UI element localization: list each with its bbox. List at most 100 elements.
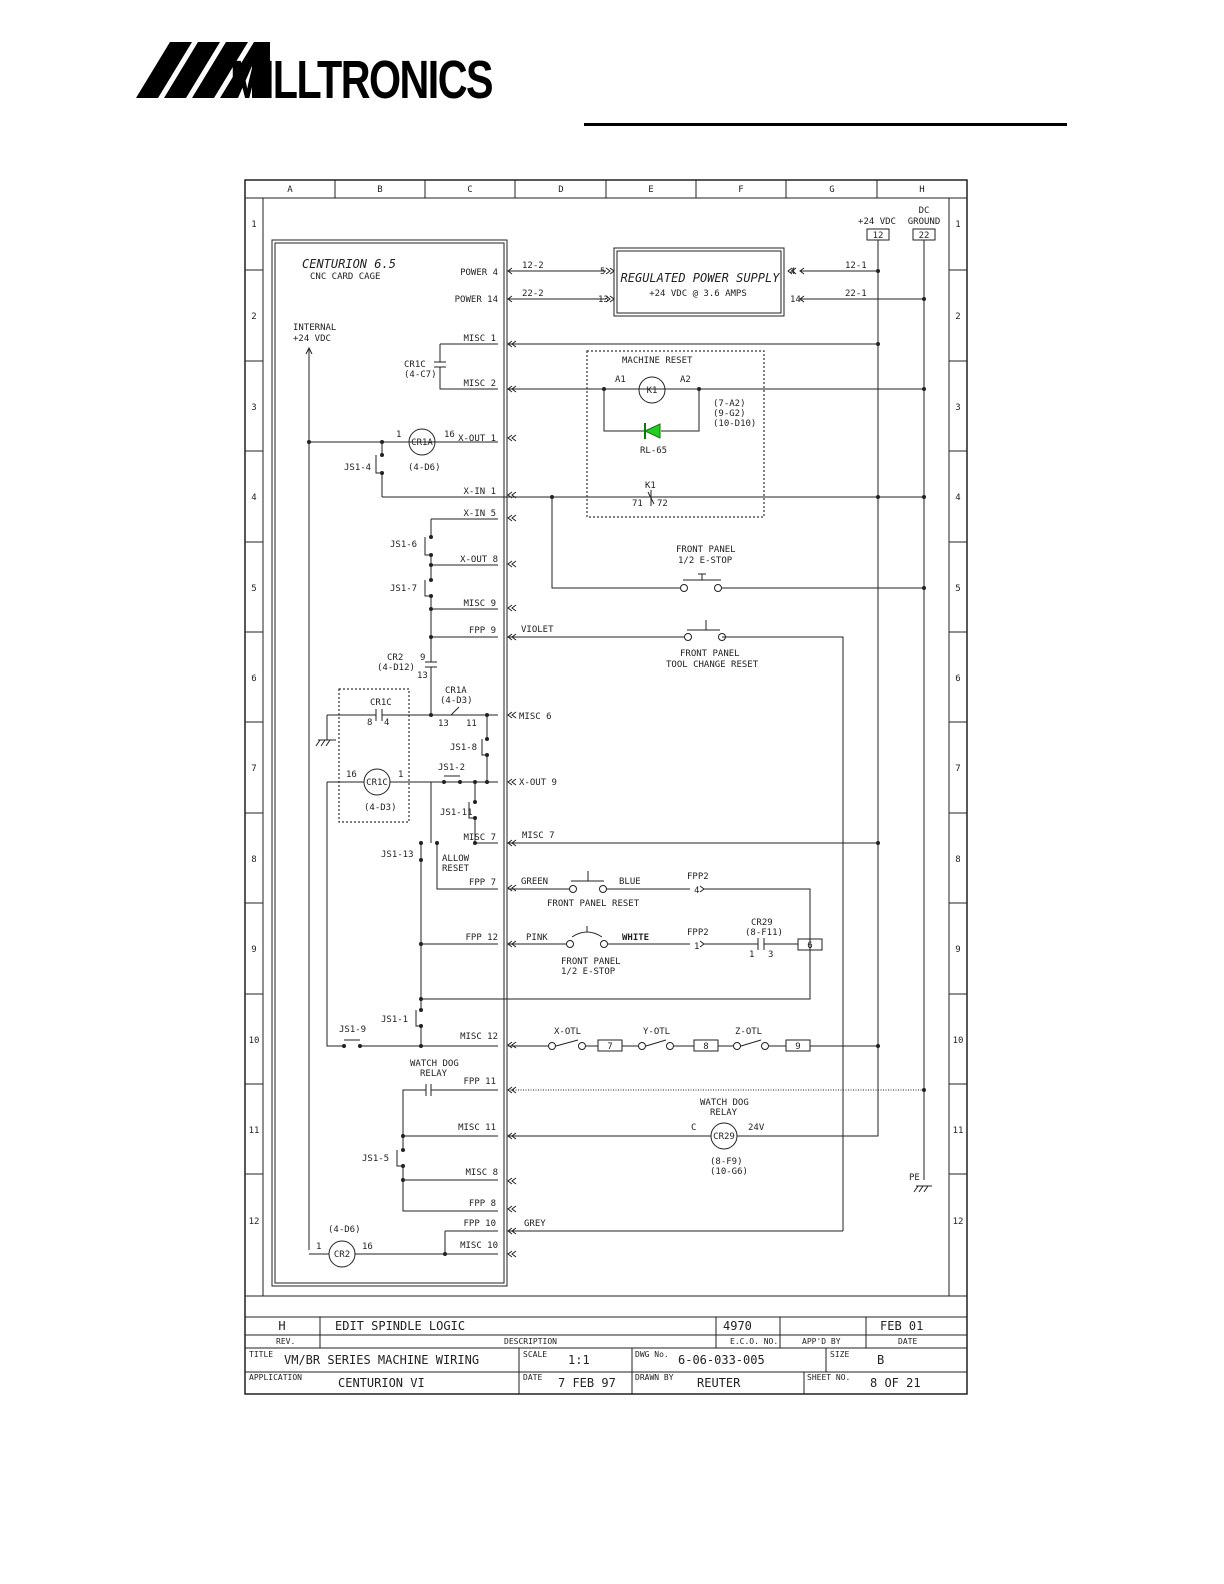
- k1-coil: [638, 376, 666, 404]
- eco-header: E.C.O. NO.: [730, 1337, 778, 1346]
- application-value: CENTURION VI: [338, 1376, 425, 1390]
- application-header: APPLICATION: [249, 1373, 302, 1382]
- col-label: G: [829, 185, 834, 195]
- terminal-label: X-OUT 1: [458, 434, 496, 444]
- cr29-c-label: C: [691, 1123, 696, 1133]
- cr2-coil-pin: 1: [316, 1242, 321, 1252]
- title-header: TITLE: [249, 1350, 273, 1359]
- pink-label: PINK: [526, 933, 548, 943]
- pe-label: PE: [909, 1173, 920, 1183]
- allow-reset-label: ALLOW: [442, 854, 470, 864]
- violet-label: VIOLET: [521, 625, 554, 635]
- js1-11-label: JS1-11: [440, 808, 473, 818]
- terminal-label: MISC 7: [463, 833, 496, 843]
- header-rule: [584, 123, 1067, 126]
- machine-reset-box: [586, 350, 765, 518]
- js1-9-label: JS1-9: [339, 1025, 366, 1035]
- cr1c-pin: 4: [384, 718, 389, 728]
- pin-label: 5: [600, 267, 605, 277]
- date-header-2: DATE: [523, 1373, 542, 1382]
- cr1a-coil-label: CR1A: [411, 438, 433, 448]
- row-label: 7: [955, 764, 960, 774]
- appd-header: APP'D BY: [802, 1337, 841, 1346]
- terminal-label: MISC 9: [463, 599, 496, 609]
- wire-label: 12-1: [845, 261, 867, 271]
- cr1c-coil-ref: (4-D3): [364, 803, 397, 813]
- k1-coil-label: K1: [647, 386, 658, 396]
- terminal-label: MISC 12: [460, 1032, 498, 1042]
- box-9-label: 9: [795, 1042, 800, 1052]
- terminal-label: MISC 10: [460, 1241, 498, 1251]
- cr1c-pin: 8: [367, 718, 372, 728]
- col-label: D: [558, 185, 563, 195]
- row-label: 3: [251, 403, 256, 413]
- js1-6-label: JS1-6: [390, 540, 417, 550]
- front-estop-label: 1/2 E-STOP: [678, 556, 733, 566]
- scale-value: 1:1: [568, 1353, 590, 1367]
- cr1c-coil: [363, 768, 391, 796]
- cr2-coil-label: CR2: [334, 1250, 350, 1260]
- box-6-label: 6: [807, 941, 812, 951]
- js1-13-label: JS1-13: [381, 850, 414, 860]
- terminal-label: POWER 14: [455, 295, 498, 305]
- card-cage-title: CENTURION 6.5: [302, 257, 396, 271]
- row-label: 2: [251, 312, 256, 322]
- watchdog-label: RELAY: [420, 1069, 448, 1079]
- row-label: 12: [953, 1217, 964, 1227]
- k1-contact-pin: 71: [632, 499, 643, 509]
- rail-dcgnd-num: 22: [919, 231, 930, 241]
- cr1a-contact-label: CR1A: [445, 686, 467, 696]
- cr2-coil: [328, 1240, 356, 1268]
- a1-label: A1: [615, 375, 626, 385]
- row-label: 10: [249, 1036, 260, 1046]
- cr1c-contact-label: CR1C: [370, 698, 392, 708]
- cr1a-contact-pin: 13: [438, 719, 449, 729]
- rev-header: REV.: [276, 1337, 295, 1346]
- size-value: B: [877, 1353, 884, 1367]
- cr1a-pin: 16: [444, 430, 455, 440]
- machine-reset-label: MACHINE RESET: [622, 356, 693, 366]
- eco-value: 4970: [723, 1319, 752, 1333]
- k1-contact-pin: 72: [657, 499, 668, 509]
- row-label: 1: [251, 220, 256, 230]
- fpp2b-pin: 1: [694, 942, 699, 952]
- row-label: 5: [251, 584, 256, 594]
- js1-5-label: JS1-5: [362, 1154, 389, 1164]
- row-label: 9: [251, 945, 256, 955]
- col-label: H: [919, 185, 924, 195]
- terminal-label: FPP 11: [463, 1077, 496, 1087]
- wire-label: 22-1: [845, 289, 867, 299]
- terminal-label: MISC 11: [458, 1123, 496, 1133]
- cr29-coil: [710, 1122, 738, 1150]
- js1-1-label: JS1-1: [381, 1015, 408, 1025]
- date-header: DATE: [898, 1337, 917, 1346]
- row-label: 11: [953, 1126, 964, 1136]
- cr2-coil-ref: (4-D6): [328, 1225, 361, 1235]
- terminal-label: MISC 2: [463, 379, 496, 389]
- blue-label: BLUE: [619, 877, 641, 887]
- js1-4-label: JS1-4: [344, 463, 371, 473]
- terminal-label: MISC 6: [519, 712, 552, 722]
- cr1c-cap-label: CR1C: [404, 360, 426, 370]
- rev-date-value: FEB 01: [880, 1319, 923, 1333]
- y-otl-label: Y-OTL: [643, 1027, 670, 1037]
- title-block: [245, 1316, 967, 1394]
- row-label: 11: [249, 1126, 260, 1136]
- cr29-contact-label: CR29: [751, 918, 773, 928]
- terminal-label: POWER 4: [460, 268, 498, 278]
- fpp2-pin: 4: [694, 886, 699, 896]
- a2-label: A2: [680, 375, 691, 385]
- rev-value: H: [278, 1319, 285, 1333]
- row-label: 8: [955, 855, 960, 865]
- js1-2-label: JS1-2: [438, 763, 465, 773]
- row-label: 6: [251, 674, 256, 684]
- terminal-label: MISC 8: [465, 1168, 498, 1178]
- internal-24v-label: INTERNAL: [293, 323, 336, 333]
- rev-description: EDIT SPINDLE LOGIC: [335, 1319, 465, 1333]
- row-label: 9: [955, 945, 960, 955]
- col-label: F: [738, 185, 743, 195]
- front-estop2-label: FRONT PANEL: [561, 957, 621, 967]
- cr2-cap-pin: 9: [420, 653, 425, 663]
- terminal-label: FPP 9: [469, 626, 496, 636]
